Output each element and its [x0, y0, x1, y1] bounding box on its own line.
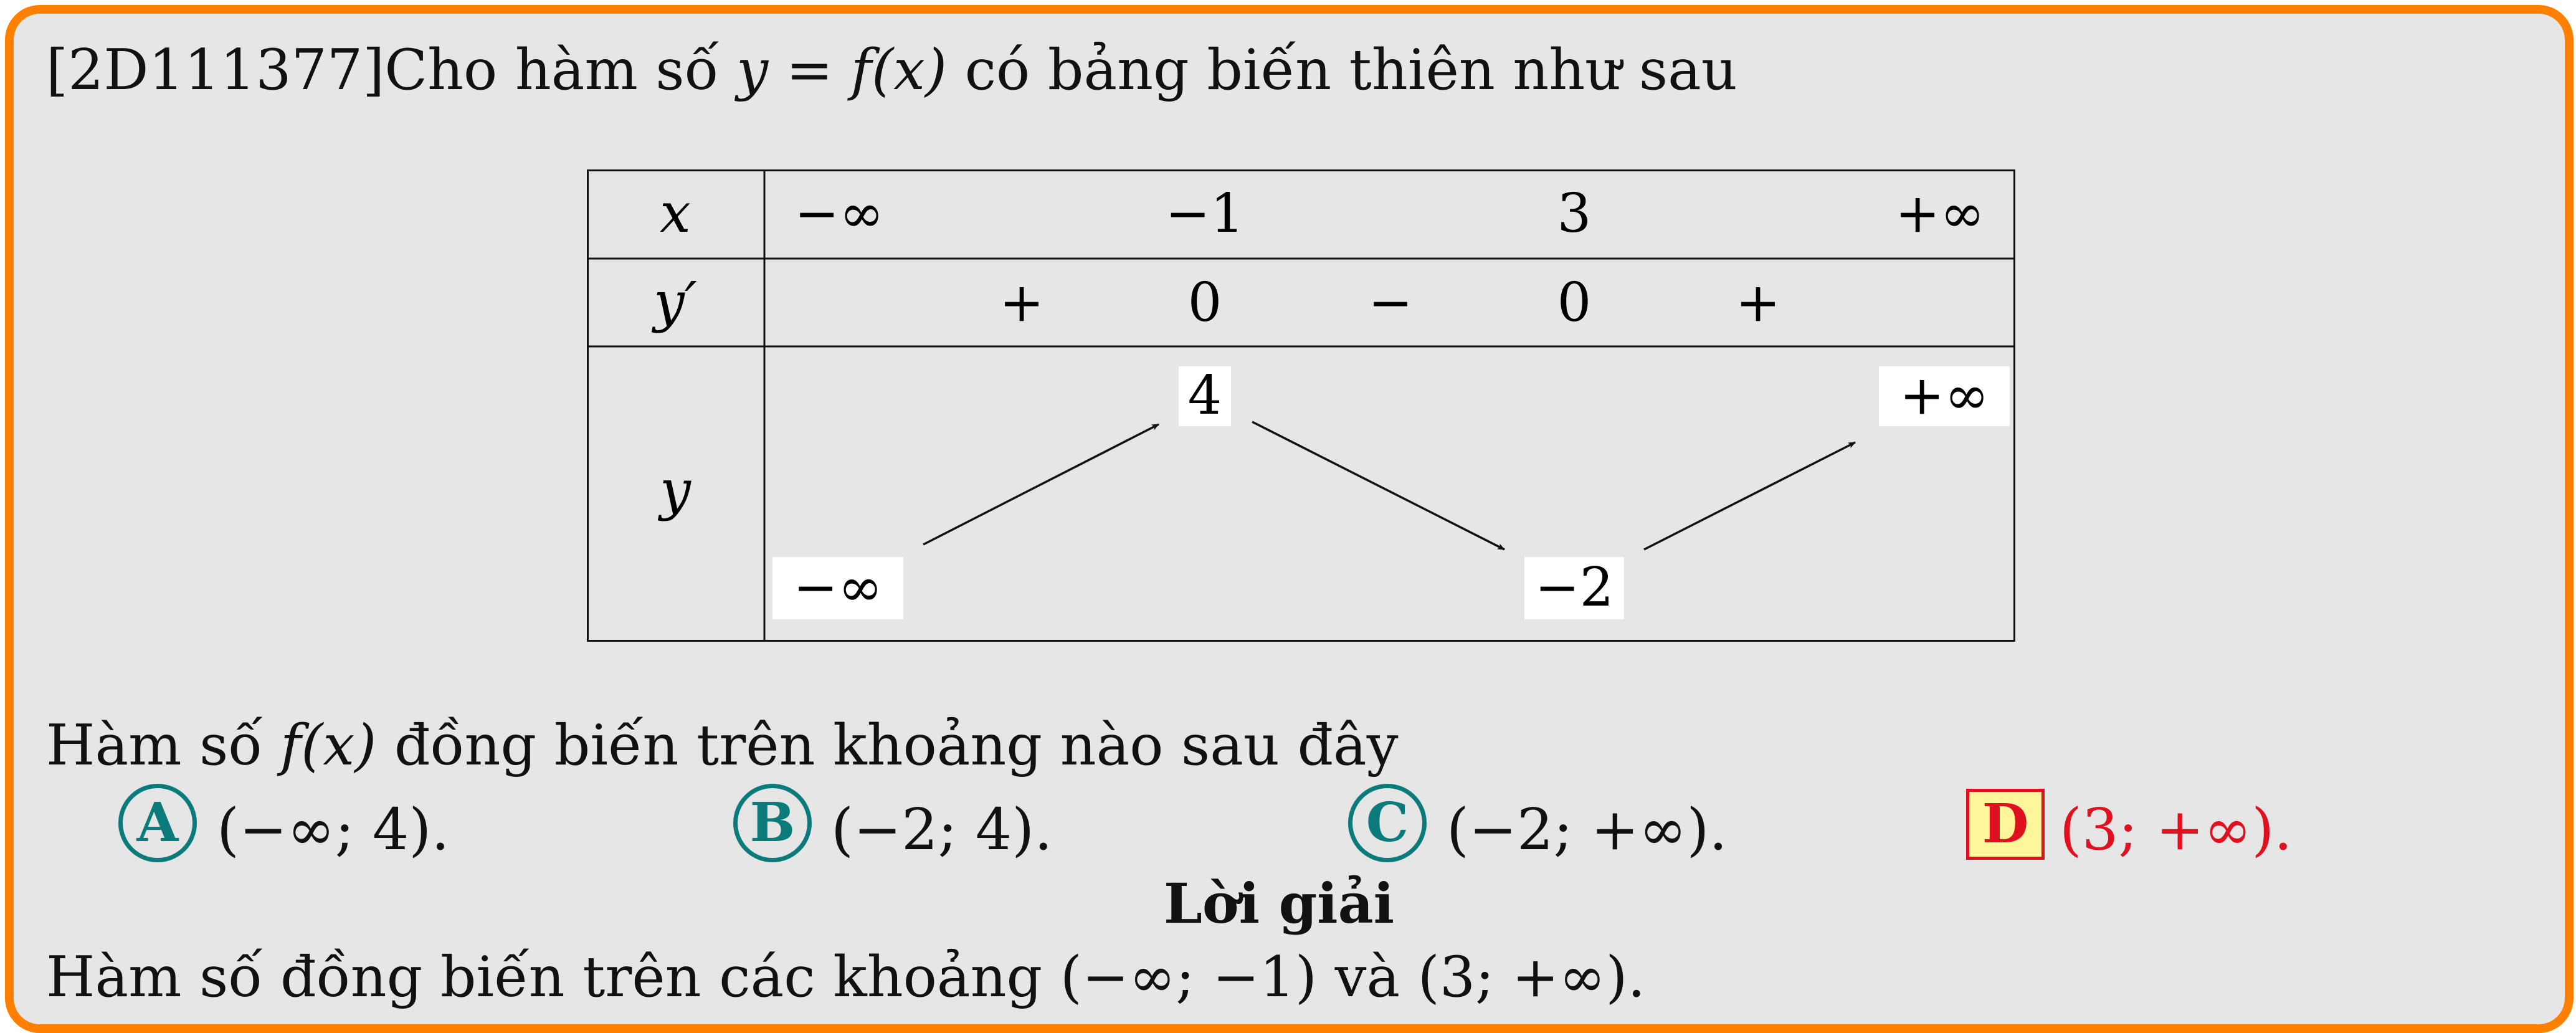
option-b-text[interactable]: (−2; 4). [831, 796, 1053, 863]
option-c-marker[interactable]: C [1348, 784, 1427, 862]
x-value-3: 3 [1557, 183, 1592, 245]
solution-title: Lời giải [1164, 871, 1395, 936]
x-value-neg-inf: −∞ [794, 183, 884, 245]
option-d-text[interactable]: (3; +∞). [2060, 796, 2293, 863]
row-label-x: x [660, 181, 691, 245]
option-d-marker[interactable]: D [1966, 789, 2045, 860]
yprime-sign-1: + [999, 272, 1044, 334]
question-text-after: có bảng biến thiên như sau [947, 37, 1737, 103]
solution-text: Hàm số đồng biến trên các khoảng (−∞; −1… [46, 945, 1646, 1010]
variation-table-svg: x y′ y −∞ −1 3 +∞ + 0 − 0 + −∞ 4 −2 +∞ [587, 169, 2015, 642]
y-box-pos-inf [1879, 366, 2010, 426]
y-box-4 [1179, 366, 1231, 426]
y-value-pos-inf: +∞ [1899, 364, 1989, 427]
option-b-marker[interactable]: B [733, 784, 812, 862]
option-a-marker[interactable]: A [118, 784, 197, 862]
yprime-sign-2: 0 [1188, 272, 1222, 334]
option-a-text[interactable]: (−∞; 4). [217, 796, 450, 863]
prompt-after: đồng biến trên khoảng nào sau đây [376, 713, 1399, 778]
prompt-expr: f(x) [280, 713, 377, 778]
yprime-sign-4: 0 [1557, 272, 1592, 334]
arrow-increasing-2 [1643, 441, 1856, 551]
y-value-neg-inf: −∞ [793, 556, 883, 619]
x-value-minus-1: −1 [1166, 183, 1245, 245]
y-value-4: 4 [1188, 364, 1222, 427]
table-border [587, 169, 2015, 642]
question-card: [2D111377]Cho hàm số y = f(x) có bảng bi… [5, 5, 2574, 1033]
option-c-text[interactable]: (−2; +∞). [1447, 796, 1728, 863]
y-value-minus-2: −2 [1535, 556, 1614, 619]
x-value-pos-inf: +∞ [1895, 183, 1985, 245]
question-code: [2D111377] [46, 37, 385, 103]
question-expr: y = f(x) [736, 37, 948, 103]
question-statement: [2D111377]Cho hàm số y = f(x) có bảng bi… [46, 42, 1737, 98]
prompt-before: Hàm số [46, 713, 280, 778]
row-label-yprime: y′ [651, 270, 697, 334]
arrow-increasing-1 [923, 423, 1159, 546]
prompt-line: Hàm số f(x) đồng biến trên khoảng nào sa… [46, 718, 1399, 774]
variation-table: x y′ y −∞ −1 3 +∞ + 0 − 0 + −∞ 4 −2 +∞ [587, 169, 2020, 645]
yprime-sign-3: − [1368, 272, 1413, 334]
row-label-y: y [657, 458, 692, 522]
y-box-minus-2 [1524, 557, 1624, 619]
arrow-decreasing [1252, 421, 1505, 551]
yprime-sign-5: + [1736, 272, 1780, 334]
question-text-before: Cho hàm số [384, 37, 737, 103]
y-box-neg-inf [772, 557, 903, 619]
